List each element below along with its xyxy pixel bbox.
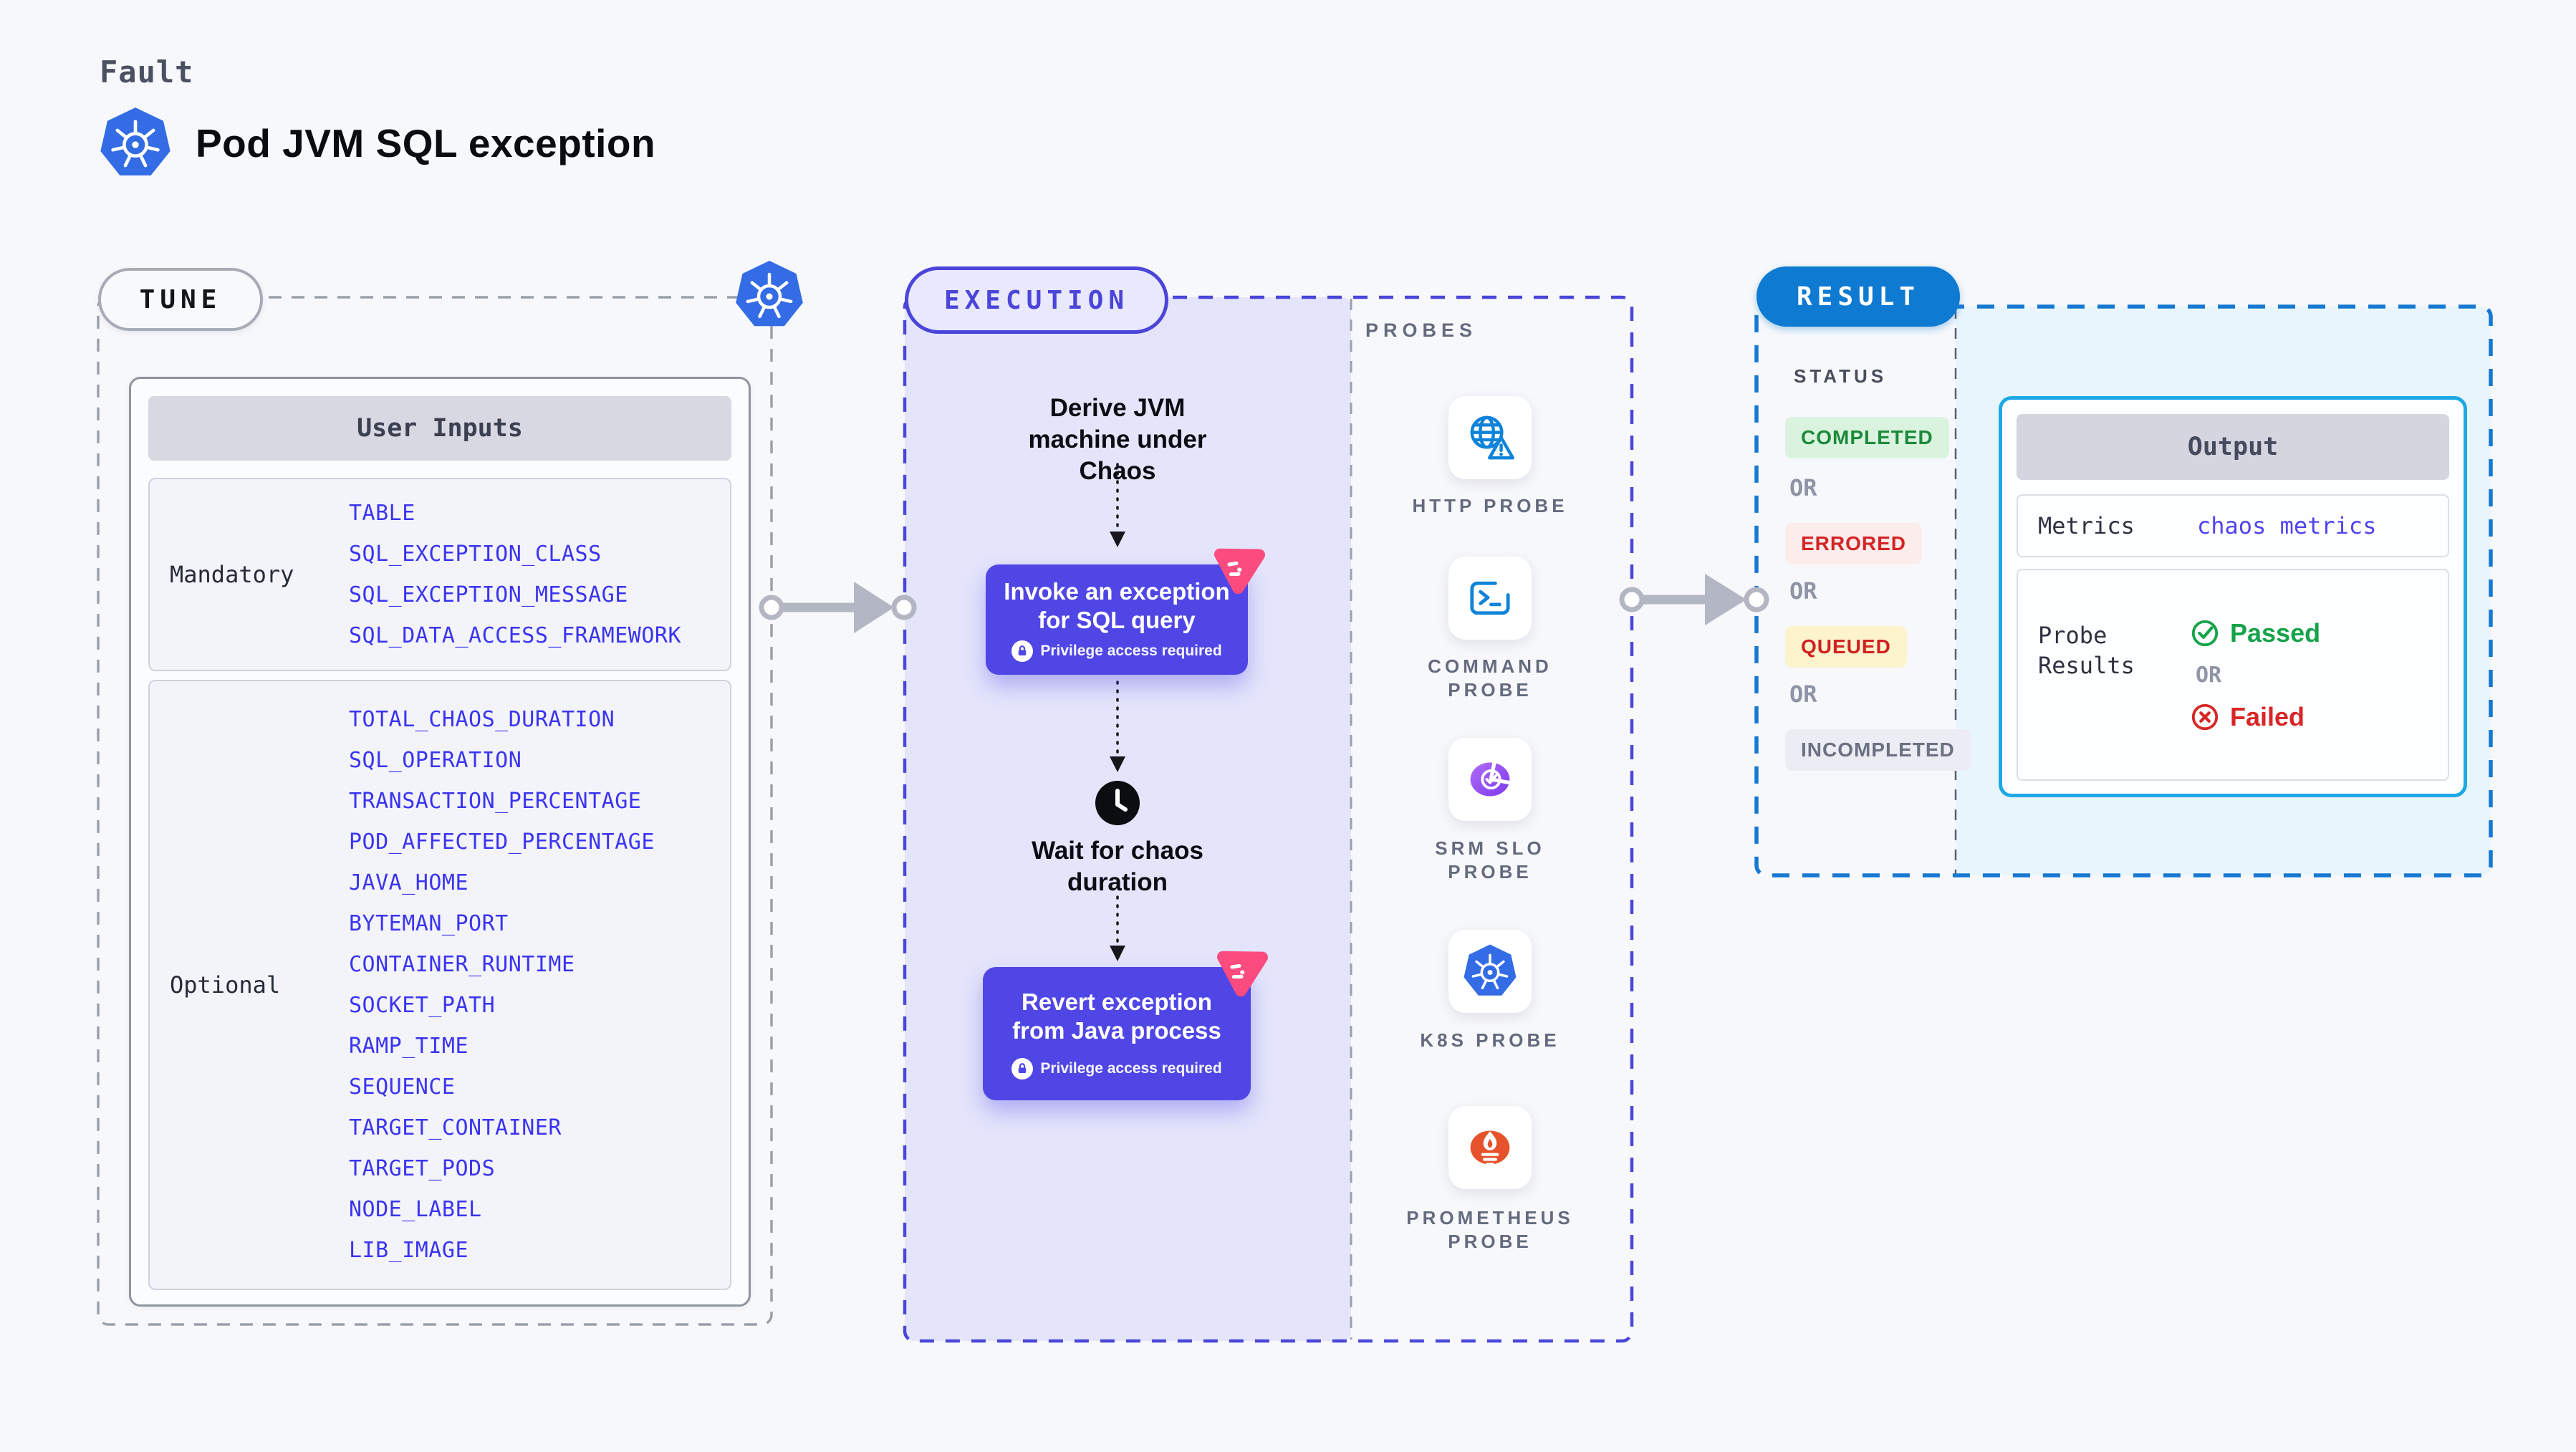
param-value: TABLE — [349, 500, 415, 526]
title-row: Pod JVM SQL exception — [98, 106, 655, 181]
probe-label-prometheus: PROMETHEUS PROBE — [1406, 1207, 1574, 1252]
status-badge-incompleted: INCOMPLETED — [1785, 729, 1971, 771]
execution-to-result-arrow — [1619, 574, 1769, 625]
fault-kicker: Fault — [100, 54, 194, 90]
metrics-row: Metrics chaos metrics — [2017, 494, 2449, 557]
status-badge-completed: COMPLETED — [1785, 417, 1949, 458]
probe-card-srm-slo[interactable] — [1448, 738, 1532, 821]
param-value: SQL_OPERATION — [349, 747, 522, 773]
probe-results-values: Passed OR Failed — [2190, 570, 2320, 779]
flow-arrowhead-2 — [1110, 756, 1125, 772]
probe-result-passed: Passed — [2190, 618, 2320, 648]
param-value: CONTAINER_RUNTIME — [349, 951, 575, 977]
mandatory-params: TABLE SQL_EXCEPTION_CLASS SQL_EXCEPTION_… — [349, 479, 681, 670]
param-value: NODE_LABEL — [349, 1196, 482, 1222]
mandatory-label: Mandatory — [170, 561, 294, 588]
command-probe-icon — [1464, 572, 1517, 625]
chaos-badge-icon — [1206, 938, 1270, 1002]
prometheus-probe-icon — [1463, 1120, 1517, 1175]
flow-arrowhead-1 — [1110, 532, 1125, 547]
probe-label-command: COMMAND PROBE — [1428, 655, 1552, 701]
metrics-value: chaos metrics — [2197, 512, 2377, 539]
tune-to-execution-arrow — [759, 582, 917, 633]
status-or-separator: OR — [1789, 474, 1817, 501]
privilege-note: Privilege access required — [1040, 1060, 1222, 1077]
probe-card-command[interactable] — [1448, 557, 1532, 640]
probe-label-http: HTTP PROBE — [1412, 495, 1568, 516]
execution-section-label: EXECUTION — [905, 266, 1168, 334]
output-header: Output — [2017, 414, 2449, 480]
probes-title: PROBES — [1365, 319, 1478, 341]
param-value: LIB_IMAGE — [349, 1237, 469, 1263]
kubernetes-icon — [734, 259, 805, 331]
mandatory-row: Mandatory TABLE SQL_EXCEPTION_CLASS SQL_… — [148, 478, 731, 671]
step-derive-jvm: Derive JVM machine under Chaos — [1028, 394, 1207, 485]
param-value: SOCKET_PATH — [349, 992, 496, 1018]
optional-row: Optional TOTAL_CHAOS_DURATION SQL_OPERAT… — [148, 680, 731, 1290]
probe-label-srm-slo: SRM SLO PROBE — [1435, 837, 1545, 883]
param-value: SQL_EXCEPTION_CLASS — [349, 541, 602, 567]
privilege-row: Privilege access required — [1011, 640, 1222, 662]
step-invoke-exception-button[interactable]: Invoke an exception for SQL query Privil… — [986, 548, 1266, 675]
status-or-separator: OR — [1789, 577, 1817, 605]
x-circle-icon — [2190, 702, 2220, 732]
lock-icon — [1011, 640, 1034, 662]
page-title: Pod JVM SQL exception — [196, 121, 656, 165]
k8s-probe-icon — [1462, 943, 1518, 999]
param-value: POD_AFFECTED_PERCENTAGE — [349, 829, 655, 855]
param-value: RAMP_TIME — [349, 1033, 469, 1059]
optional-params: TOTAL_CHAOS_DURATION SQL_OPERATION TRANS… — [349, 681, 655, 1289]
param-value: TARGET_PODS — [349, 1155, 496, 1181]
probe-results-label: Probe Results — [2038, 622, 2135, 679]
probe-result-failed: Failed — [2190, 702, 2320, 732]
param-value: TOTAL_CHAOS_DURATION — [349, 706, 615, 732]
param-value: TARGET_CONTAINER — [349, 1115, 562, 1140]
step-invoke-label: Invoke an exception for SQL query — [1004, 578, 1230, 633]
tune-border — [97, 296, 773, 1326]
chaos-badge-icon — [1203, 535, 1267, 600]
flow-arrowhead-3 — [1110, 946, 1125, 961]
step-revert-label: Revert exception from Java process — [1012, 989, 1221, 1044]
tune-section-label: TUNE — [98, 268, 263, 331]
output-box: Output Metrics chaos metrics Probe Resul… — [1999, 396, 2467, 797]
optional-label: Optional — [170, 971, 281, 999]
privilege-note: Privilege access required — [1040, 643, 1222, 659]
failed-label: Failed — [2230, 701, 2305, 731]
http-probe-icon — [1464, 411, 1517, 464]
param-value: TRANSACTION_PERCENTAGE — [349, 788, 642, 814]
lock-icon — [1011, 1058, 1034, 1080]
check-circle-icon — [2190, 618, 2220, 648]
kubernetes-icon — [98, 106, 173, 181]
param-value: BYTEMAN_PORT — [349, 910, 509, 936]
probe-label-k8s: K8S PROBE — [1420, 1029, 1560, 1051]
step-wait-duration: Wait for chaos duration — [1032, 837, 1203, 896]
step-revert-exception-button[interactable]: Revert exception from Java process Privi… — [983, 951, 1269, 1100]
execution-border — [903, 295, 1634, 1343]
probe-card-k8s[interactable] — [1448, 930, 1532, 1013]
param-value: JAVA_HOME — [349, 870, 469, 895]
param-value: SQL_EXCEPTION_MESSAGE — [349, 582, 628, 607]
probe-results-row: Probe Results Passed OR — [2017, 569, 2449, 781]
param-value: SQL_DATA_ACCESS_FRAMEWORK — [349, 622, 682, 648]
status-badge-queued: QUEUED — [1785, 626, 1907, 668]
probe-card-prometheus[interactable] — [1448, 1106, 1532, 1189]
metrics-label: Metrics — [2038, 512, 2135, 539]
probe-result-or-separator: OR — [2196, 662, 2222, 688]
status-badge-errored: ERRORED — [1785, 523, 1923, 564]
srm-slo-probe-icon — [1463, 752, 1517, 807]
clock-icon — [1095, 780, 1140, 826]
user-inputs-table: User Inputs Mandatory TABLE SQL_EXCEPTIO… — [129, 377, 751, 1307]
result-section-label: RESULT — [1756, 266, 1960, 327]
status-title: STATUS — [1794, 365, 1888, 387]
status-or-separator: OR — [1789, 681, 1817, 708]
privilege-row: Privilege access required — [1011, 1058, 1222, 1080]
user-inputs-header: User Inputs — [148, 396, 731, 461]
probe-card-http[interactable] — [1448, 396, 1532, 479]
passed-label: Passed — [2230, 617, 2321, 648]
param-value: SEQUENCE — [349, 1074, 456, 1100]
